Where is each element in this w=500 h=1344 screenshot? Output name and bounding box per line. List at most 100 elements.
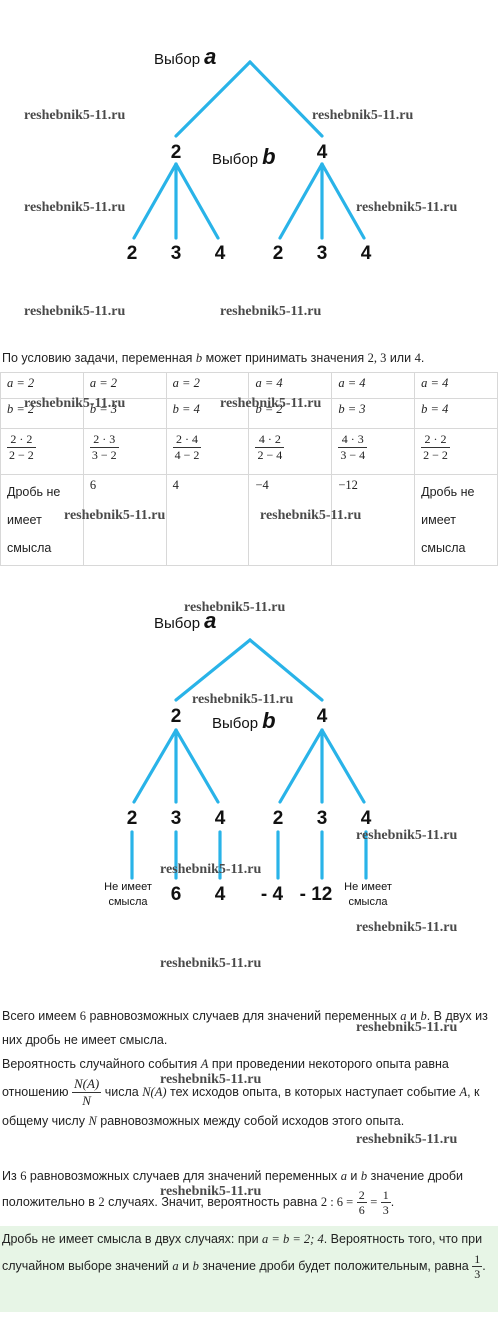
watermark: reshebnik5-11.ru [260,508,362,523]
watermark: reshebnik5-11.ru [356,1020,458,1035]
answer-highlight [0,1226,498,1312]
table-cell: a = 2 [0,372,84,399]
table-cell: 4 [165,474,250,566]
branch [278,728,324,804]
branch [320,162,366,240]
table-row: a = 2 a = 2 a = 2 a = 4 a = 4 a = 4 [0,372,498,399]
branch [132,728,178,804]
watermark: reshebnik5-11.ru [64,508,166,523]
tree-leaf: 4 [214,243,226,264]
branch [174,162,220,240]
tree-leaf: 4 [360,243,372,264]
watermark: reshebnik5-11.ru [356,1132,458,1147]
table-cell: a = 2 [82,372,167,399]
watermark: reshebnik5-11.ru [24,108,126,123]
branch [174,728,220,804]
tree-node: 2 [170,706,182,727]
table-cell: b = 2 [248,398,333,429]
watermark: reshebnik5-11.ru [220,304,322,319]
paragraph-probability-definition: Вероятность случайного события A при про… [2,1057,480,1128]
branch [174,638,252,702]
intro-text: По условию задачи, переменная b может пр… [2,351,425,365]
branch [248,638,324,702]
table-row: Дробь не имеет смысла 6 4 −4 −12 Дробь н… [0,474,498,566]
tree-result: 4 [214,884,226,905]
branch [132,162,178,240]
branch [248,60,324,138]
probability-tree-2 [130,638,368,880]
watermark: reshebnik5-11.ru [356,200,458,215]
paragraph-result: Из 6 равновозможных случаев для значений… [2,1169,464,1217]
tree-leaf: 3 [170,243,182,264]
table-cell: −12 [331,474,416,566]
watermark: reshebnik5-11.ru [192,692,294,707]
table-cell: Дробь не имеет смысла [414,474,498,566]
tree-node: 4 [316,706,328,727]
watermark: reshebnik5-11.ru [160,862,262,877]
probability-tree-1 [132,60,366,240]
tree-leaf: 4 [360,808,372,829]
table-cell: a = 4 [414,372,498,399]
watermark: reshebnik5-11.ru [160,1184,262,1199]
table-cell: a = 2 [165,372,250,399]
cases-table: a = 2 a = 2 a = 2 a = 4 a = 4 a = 4 b = … [0,372,498,566]
tree-leaf: 2 [126,243,138,264]
watermark: reshebnik5-11.ru [160,956,262,971]
table-cell: a = 4 [248,372,333,399]
table-cell: −4 [248,474,333,566]
table-cell: b = 3 [331,398,416,429]
table-cell: a = 4 [331,372,416,399]
branch [174,60,252,138]
watermark: reshebnik5-11.ru [160,1072,262,1087]
watermark: reshebnik5-11.ru [356,920,458,935]
table-cell: b = 2 [0,398,84,429]
tree-result: - 4 [260,884,284,905]
watermark: reshebnik5-11.ru [312,108,414,123]
watermark: reshebnik5-11.ru [356,828,458,843]
tree-leaf: 2 [272,243,284,264]
tree-leaf: 4 [214,808,226,829]
branch [320,728,366,804]
watermark: reshebnik5-11.ru [184,600,286,615]
tree-leaf: 3 [316,808,328,829]
tree-result: 6 [170,884,182,905]
tree-result: - 12 [299,884,333,905]
watermark: reshebnik5-11.ru [220,396,322,411]
watermark: reshebnik5-11.ru [24,200,126,215]
answer-text: Дробь не имеет смысла в двух случаях: пр… [2,1232,486,1281]
paragraph-total-cases: Всего имеем 6 равновозможных случаев для… [2,1009,488,1047]
branch [278,162,324,240]
tree-node: 2 [170,142,182,163]
table-cell: b = 4 [165,398,250,429]
watermark: reshebnik5-11.ru [24,396,126,411]
tree-result: Не имеет смысла [344,881,392,908]
watermark: reshebnik5-11.ru [24,304,126,319]
tree-leaf: 3 [316,243,328,264]
tree-node: 4 [316,142,328,163]
tree-leaf: 2 [126,808,138,829]
table-cell: b = 4 [414,398,498,429]
table-row: b = 2 b = 3 b = 4 b = 2 b = 3 b = 4 [0,398,498,429]
tree-leaf: 2 [272,808,284,829]
tree-result: Не имеет смысла [104,881,152,908]
